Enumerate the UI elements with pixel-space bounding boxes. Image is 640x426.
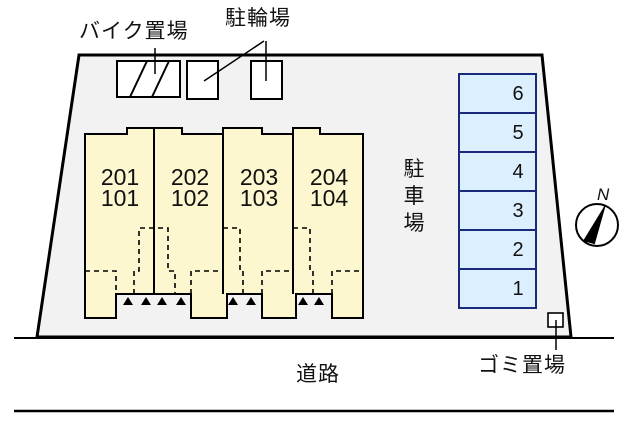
bike-parking-label: バイク置場: [79, 19, 189, 43]
unit-lower-2: 102: [170, 185, 210, 211]
unit-upper-1: 201: [100, 164, 140, 190]
garbage-area: [547, 312, 564, 350]
unit-lower-4: 104: [309, 185, 349, 211]
car-parking-label-3: 場: [403, 211, 425, 235]
unit-lower-3: 103: [239, 185, 279, 211]
parking-space-1: 1: [512, 278, 524, 300]
road-label: 道路: [296, 362, 340, 386]
bicycle-parking-label: 駐輪場: [225, 6, 291, 30]
unit-upper-3: 203: [239, 164, 279, 190]
apartment-building: [84, 127, 364, 319]
car-parking-spaces: [458, 73, 537, 309]
car-parking-label-1: 駐: [403, 157, 425, 181]
unit-upper-4: 204: [309, 164, 349, 190]
parking-space-4: 4: [512, 161, 524, 183]
compass-north-icon: [575, 203, 619, 247]
car-parking-label-2: 車: [403, 184, 425, 208]
entrance-markers: [123, 297, 324, 305]
parking-space-5: 5: [512, 122, 524, 144]
parking-space-6: 6: [512, 83, 524, 105]
unit-upper-2: 202: [170, 164, 210, 190]
parking-space-3: 3: [512, 200, 524, 222]
unit-lower-1: 101: [100, 185, 140, 211]
bike-parking-area: [116, 48, 181, 98]
garbage-label: ゴミ置場: [478, 353, 566, 377]
bicycle-parking-area: [186, 40, 283, 100]
porch-outline: [85, 227, 363, 294]
north-label: N: [597, 185, 610, 204]
parking-space-2: 2: [512, 239, 524, 261]
